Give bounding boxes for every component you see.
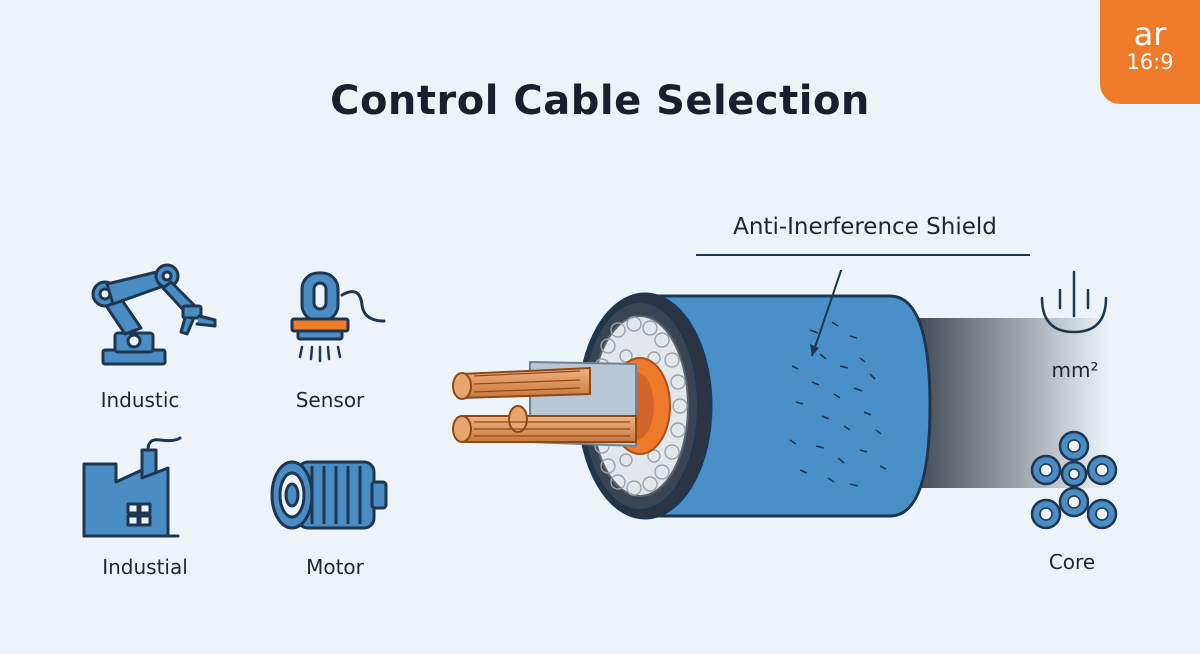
shield-leader-line <box>811 270 843 357</box>
strand-dots <box>592 316 688 496</box>
outer-jacket <box>643 294 932 518</box>
aspect-ratio-badge: ar 16:9 <box>1100 0 1200 104</box>
badge-line-1: ar <box>1133 15 1167 53</box>
sensor-icon <box>290 271 386 363</box>
stranded-core-icon <box>1030 430 1118 530</box>
app-label-factory: Industial <box>102 555 188 579</box>
shield-label-underline <box>696 254 1030 256</box>
app-label-motor: Motor <box>306 555 364 579</box>
shield-label: Anti-Inerference Shield <box>733 214 997 240</box>
robot-arm-icon <box>91 263 217 366</box>
app-label-industrial-robot: Industic <box>100 388 180 412</box>
ground-symbol-icon <box>1040 270 1108 334</box>
app-label-sensor: Sensor <box>295 388 365 412</box>
shield-texture <box>789 321 887 487</box>
badge-line-2: 16:9 <box>1126 50 1174 74</box>
page-title: Control Cable Selection <box>330 78 870 124</box>
copper-conductor-bottom <box>452 405 637 443</box>
factory-icon <box>82 436 182 538</box>
motor-icon <box>270 460 388 530</box>
copper-conductor-top <box>452 366 591 400</box>
core-label: Core <box>1048 550 1096 574</box>
area-unit-label: mm² <box>1051 358 1099 382</box>
cable-cross-section <box>452 270 1110 520</box>
